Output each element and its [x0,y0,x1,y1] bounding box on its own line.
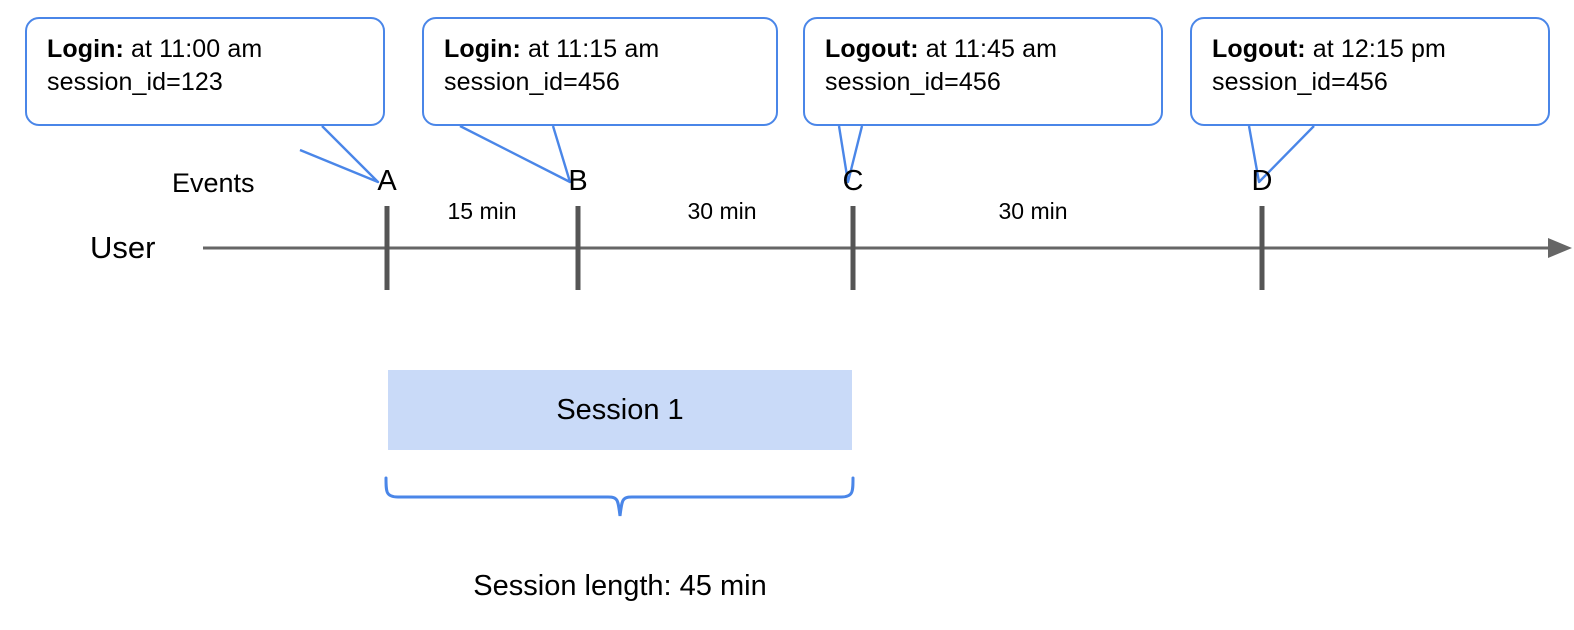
callout-a-session-id: session_id=123 [47,67,223,96]
callout-d-kind: Logout: [1212,35,1306,63]
gap-label-a-b: 15 min [447,198,517,224]
callout-d-session-id: session_id=456 [1212,67,1388,96]
callout-event-c[interactable]: Logout: at 11:45 am session_id=456 [803,17,1163,126]
marker-label-d: D [1251,165,1273,197]
user-lane-label: User [90,230,156,265]
callout-c-kind: Logout: [825,35,919,63]
marker-label-c: C [842,165,864,197]
callout-event-a[interactable]: Login: at 11:00 am session_id=123 [25,17,385,126]
session-brace [384,476,855,517]
timeline-axis [203,238,1572,258]
gap-label-c-d: 30 min [998,198,1068,224]
callout-event-b[interactable]: Login: at 11:15 am session_id=456 [422,17,778,126]
session-bar-label: Session 1 [556,393,684,426]
session-bar-session-1[interactable]: Session 1 [388,370,852,450]
callout-c-session-id: session_id=456 [825,67,1001,96]
session-length-caption: Session length: 45 min [473,570,767,602]
callout-a-time: at 11:00 am [123,35,263,63]
marker-label-b: B [568,165,588,197]
gap-label-b-c: 30 min [687,198,757,224]
callout-b-session-id: session_id=456 [444,67,620,96]
callout-tail-b [459,124,572,184]
callout-a-kind: Login: [47,35,124,63]
callout-b-kind: Login: [444,35,521,63]
callout-tails [299,124,1315,184]
callout-b-time: at 11:15 am [520,35,660,63]
callout-d-time: at 12:15 pm [1305,35,1446,63]
events-lane-label: Events [172,168,255,198]
callout-c-time: at 11:45 am [918,35,1058,63]
callout-event-d[interactable]: Logout: at 12:15 pm session_id=456 [1190,17,1550,126]
marker-label-a: A [377,165,397,197]
